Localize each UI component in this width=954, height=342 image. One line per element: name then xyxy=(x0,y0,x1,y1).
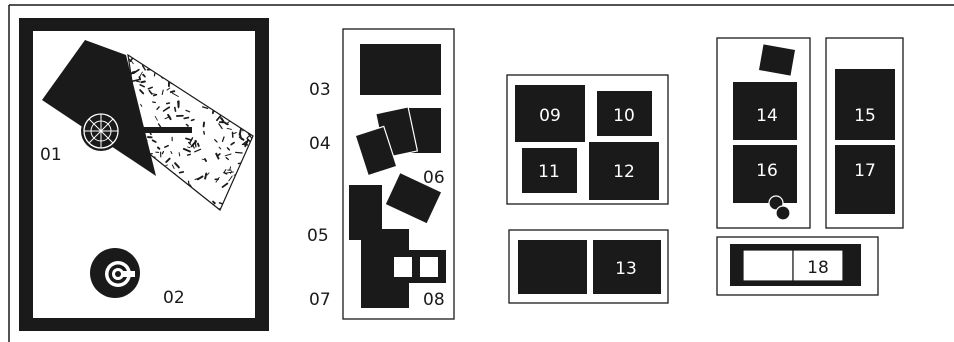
label-17: 17 xyxy=(854,161,876,181)
label-04: 04 xyxy=(309,134,331,154)
label-12: 12 xyxy=(613,162,635,182)
label-03: 03 xyxy=(309,80,331,100)
wheel-icon xyxy=(81,111,121,151)
texture-speck xyxy=(205,174,206,179)
texture-speck xyxy=(189,181,190,185)
texture-speck xyxy=(240,129,241,135)
label-01: 01 xyxy=(40,145,62,165)
left-panel: 01 02 xyxy=(19,18,269,331)
texture-speck xyxy=(198,144,199,146)
group-09-12: 09 10 11 12 xyxy=(507,75,668,204)
texture-speck xyxy=(180,172,184,173)
label-05: 05 xyxy=(307,226,329,246)
group-13: 13 xyxy=(509,230,668,303)
texture-speck xyxy=(184,118,188,119)
element-08 xyxy=(385,250,446,283)
element-03 xyxy=(360,44,441,95)
label-13: 13 xyxy=(615,259,637,279)
element-13-left xyxy=(518,240,587,294)
small-tilted-block xyxy=(759,44,795,75)
texture-speck xyxy=(158,148,160,149)
label-10: 10 xyxy=(613,106,635,126)
texture-speck xyxy=(204,123,205,127)
target-icon xyxy=(90,248,140,298)
group-15-17: 15 17 xyxy=(826,38,903,228)
texture-speck xyxy=(140,77,141,80)
texture-speck xyxy=(175,108,176,112)
label-11: 11 xyxy=(538,162,560,182)
texture-speck xyxy=(142,82,145,83)
label-02: 02 xyxy=(163,288,185,308)
texture-speck xyxy=(171,91,174,92)
column-group-03-08: 03 04 05 06 07 08 xyxy=(307,29,454,319)
label-15: 15 xyxy=(854,106,876,126)
texture-speck xyxy=(154,95,157,96)
label-08: 08 xyxy=(423,290,445,310)
label-07: 07 xyxy=(309,290,331,310)
texture-speck xyxy=(188,154,191,155)
label-06: 06 xyxy=(423,168,445,188)
texture-speck xyxy=(167,103,170,104)
group-14-16: 14 16 xyxy=(717,38,810,228)
texture-speck xyxy=(205,159,206,161)
texture-speck xyxy=(236,152,243,153)
label-14: 14 xyxy=(756,106,778,126)
element-15 xyxy=(835,69,895,140)
arm-bar xyxy=(116,127,192,133)
label-09: 09 xyxy=(539,106,561,126)
group-18: 18 xyxy=(717,237,878,295)
label-16: 16 xyxy=(756,161,778,181)
texture-speck xyxy=(153,102,156,103)
texture-speck xyxy=(192,120,194,121)
texture-speck xyxy=(204,132,205,135)
element-18-left-slot xyxy=(743,250,793,281)
texture-speck xyxy=(179,153,180,156)
label-18: 18 xyxy=(807,258,829,278)
texture-speck xyxy=(137,81,141,82)
texture-speck xyxy=(186,125,188,126)
